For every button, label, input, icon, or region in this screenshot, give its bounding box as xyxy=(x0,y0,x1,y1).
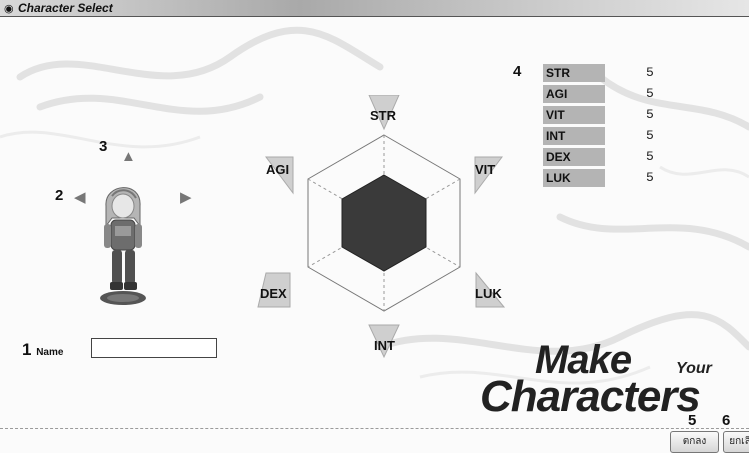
background-swirl xyxy=(0,26,749,385)
stat-row-vit: VIT 5 xyxy=(543,106,663,124)
radar-label-int: INT xyxy=(374,338,395,353)
marker-1: 1 xyxy=(22,340,32,359)
bottom-divider xyxy=(0,428,749,429)
name-label: 1 Name xyxy=(22,340,63,360)
marker-5: 5 xyxy=(688,412,697,429)
hair-style-up-arrow-icon[interactable]: ▲ xyxy=(121,148,136,165)
luk-stat-triangle[interactable] xyxy=(475,271,506,308)
stat-value: 5 xyxy=(646,128,654,143)
stat-name: LUK xyxy=(543,169,605,187)
style-next-arrow-icon[interactable]: ▶ xyxy=(180,189,192,206)
stat-row-int: INT 5 xyxy=(543,127,663,145)
stat-name: AGI xyxy=(543,85,605,103)
stat-name: STR xyxy=(543,64,605,82)
window-title: Character Select xyxy=(18,1,113,15)
stat-row-str: STR 5 xyxy=(543,64,663,82)
stat-row-dex: DEX 5 xyxy=(543,148,663,166)
logo-characters: Characters xyxy=(480,372,701,421)
stat-name: VIT xyxy=(543,106,605,124)
marker-6: 6 xyxy=(722,412,731,429)
style-prev-arrow-icon[interactable]: ◀ xyxy=(74,189,86,206)
marker-4: 4 xyxy=(513,63,522,80)
str-stat-triangle[interactable] xyxy=(368,95,400,131)
stat-value: 5 xyxy=(646,65,654,80)
create-button[interactable]: ตกลง xyxy=(670,431,719,453)
stat-row-agi: AGI 5 xyxy=(543,85,663,103)
stat-row-luk: LUK 5 xyxy=(543,169,663,187)
logo-your: Your xyxy=(676,360,712,377)
name-label-text: Name xyxy=(36,347,64,358)
radar-label-str: STR xyxy=(370,108,396,123)
cancel-button[interactable]: ยกเลิก xyxy=(723,431,749,453)
title-bar: ◉ Character Select xyxy=(0,0,749,17)
vit-stat-triangle[interactable] xyxy=(474,156,503,195)
radar-label-luk: LUK xyxy=(475,286,502,301)
stat-value: 5 xyxy=(646,86,654,101)
stat-name: DEX xyxy=(543,148,605,166)
radar-label-dex: DEX xyxy=(260,286,287,301)
stat-name: INT xyxy=(543,127,605,145)
marker-3: 3 xyxy=(99,138,108,155)
radar-label-vit: VIT xyxy=(475,162,496,177)
marker-2: 2 xyxy=(55,187,64,204)
stats-table: STR 5 AGI 5 VIT 5 INT 5 DEX 5 LUK 5 xyxy=(543,64,663,190)
name-input[interactable] xyxy=(91,338,217,358)
app-icon: ◉ xyxy=(4,3,14,15)
logo-make: Make xyxy=(535,338,632,382)
stat-value: 5 xyxy=(646,170,654,185)
stat-value: 5 xyxy=(646,107,654,122)
int-stat-triangle[interactable] xyxy=(368,324,400,359)
radar-label-agi: AGI xyxy=(266,162,290,177)
character-sprite xyxy=(100,187,146,305)
dex-stat-triangle[interactable] xyxy=(257,272,291,308)
stat-hexagon xyxy=(257,95,506,359)
stat-value: 5 xyxy=(646,149,654,164)
agi-stat-triangle[interactable] xyxy=(265,156,294,195)
